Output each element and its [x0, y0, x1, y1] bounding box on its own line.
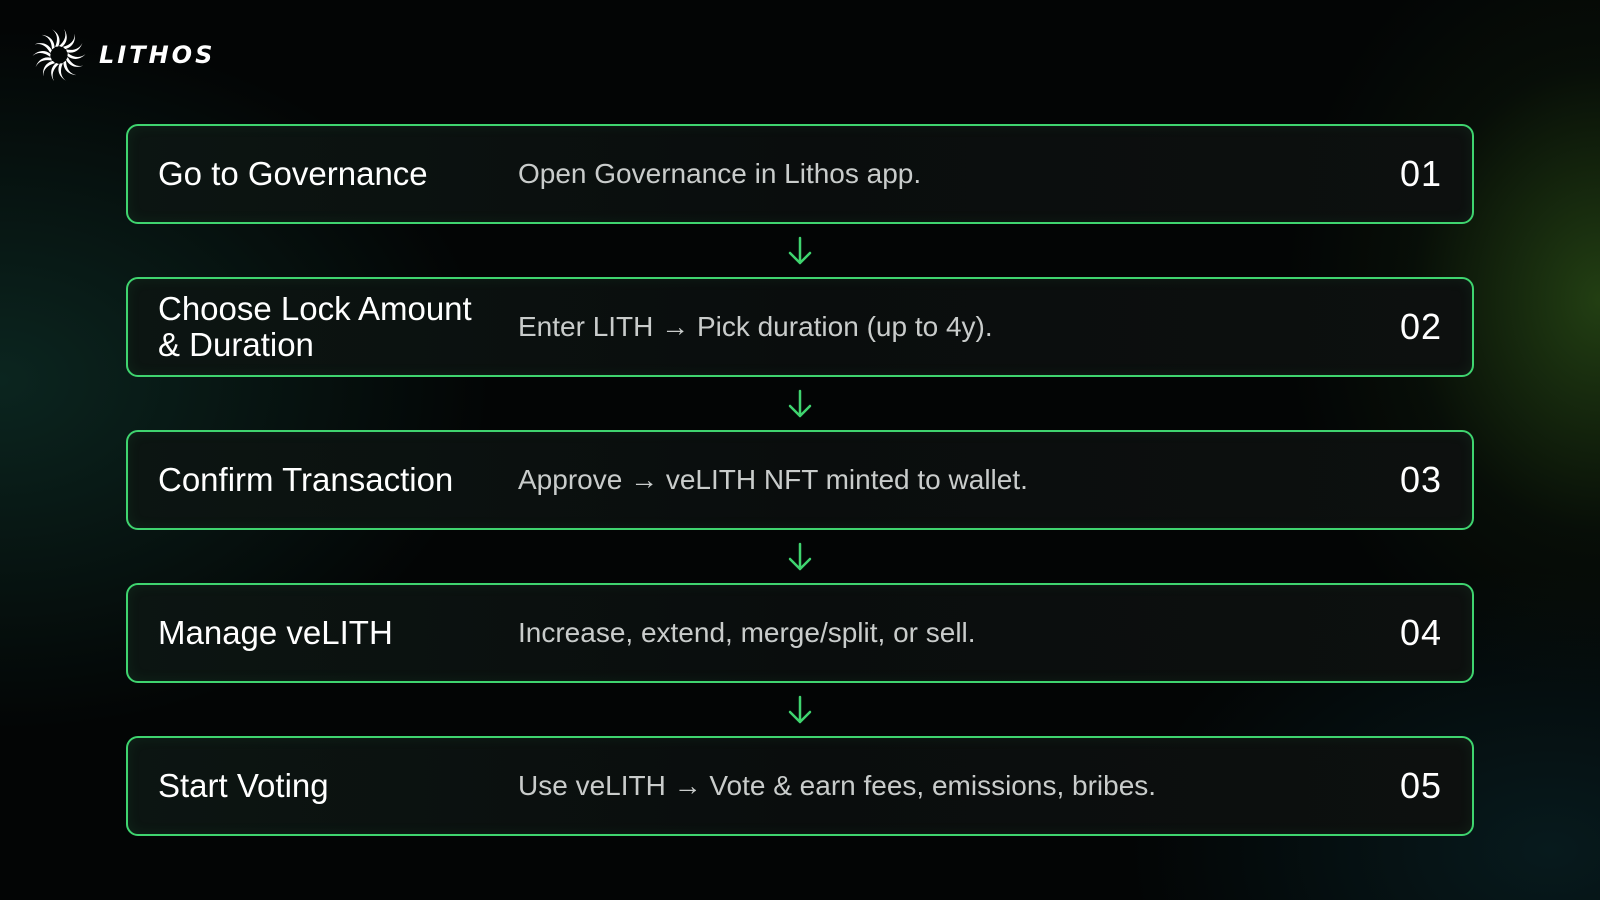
step-card-2: Choose Lock Amount & Duration Enter LITH… [126, 277, 1474, 377]
step-title: Start Voting [158, 767, 329, 804]
steps-list: Go to Governance Open Governance in Lith… [126, 124, 1474, 836]
connector [126, 683, 1474, 736]
step-card-3: Confirm Transaction Approve → veLITH NFT… [126, 430, 1474, 530]
step-number: 05 [1399, 765, 1442, 806]
arrow-down-icon [788, 236, 812, 264]
step-card-5: Start Voting Use veLITH → Vote & earn fe… [126, 736, 1474, 836]
arrow-down-icon [788, 389, 812, 417]
step-title: Manage veLITH [158, 614, 393, 651]
step-title: Choose Lock Amount & Duration [158, 290, 472, 363]
connector [126, 224, 1474, 277]
step-title: Go to Governance [158, 155, 428, 192]
lithos-logo-icon [32, 29, 86, 81]
connector [126, 377, 1474, 430]
step-number: 04 [1399, 612, 1442, 653]
step-card-1: Go to Governance Open Governance in Lith… [126, 124, 1474, 224]
step-description: Approve → veLITH NFT minted to wallet. [518, 464, 1028, 495]
brand-name: LITHOS [99, 41, 216, 69]
arrow-down-icon [788, 542, 812, 570]
step-description: Enter LITH → Pick duration (up to 4y). [518, 311, 993, 342]
step-description: Use veLITH → Vote & earn fees, emissions… [518, 770, 1157, 801]
step-number: 02 [1399, 306, 1442, 347]
step-number: 03 [1399, 459, 1442, 500]
step-description: Open Governance in Lithos app. [518, 158, 922, 189]
arrow-down-icon [788, 695, 812, 723]
connector [126, 530, 1474, 583]
step-number: 01 [1399, 153, 1442, 194]
brand: LITHOS [31, 27, 215, 83]
step-card-4: Manage veLITH Increase, extend, merge/sp… [126, 583, 1474, 683]
step-title: Confirm Transaction [158, 461, 454, 498]
step-description: Increase, extend, merge/split, or sell. [518, 617, 976, 648]
